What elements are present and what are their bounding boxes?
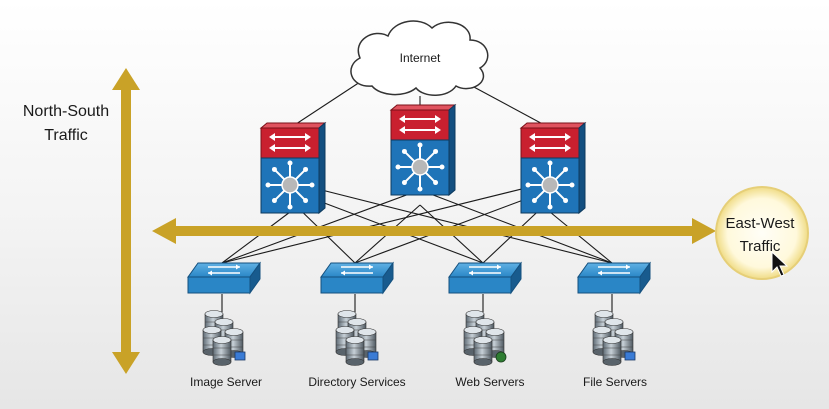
access-switch-icon <box>187 261 261 295</box>
east-west-highlight <box>715 186 809 280</box>
database-server-icon <box>463 310 507 366</box>
server-label-image: Image Server <box>190 375 262 389</box>
server-label-web: Web Servers <box>455 375 524 389</box>
north-south-label-line2: Traffic <box>44 127 88 144</box>
east-west-label-line1: East-West <box>726 215 796 232</box>
east-west-label-line2: Traffic <box>740 238 781 255</box>
database-server-icon <box>202 310 246 366</box>
access-switch-icon <box>320 261 394 295</box>
mouse-cursor-icon <box>771 250 789 277</box>
access-switch-icon <box>448 261 522 295</box>
east-west-arrow <box>152 218 716 244</box>
database-server-icon <box>335 310 379 366</box>
core-switch-icon <box>259 121 327 215</box>
core-switch-icon <box>519 121 587 215</box>
server-label-directory: Directory Services <box>308 375 405 389</box>
cloud-icon <box>350 20 489 96</box>
access-switch-icon <box>577 261 651 295</box>
core-switch-icon <box>389 103 457 197</box>
north-south-arrow <box>112 68 140 374</box>
north-south-label-line1: North-South <box>23 103 109 120</box>
server-label-file: File Servers <box>583 375 647 389</box>
database-server-icon <box>592 310 636 366</box>
internet-label: Internet <box>400 51 441 65</box>
